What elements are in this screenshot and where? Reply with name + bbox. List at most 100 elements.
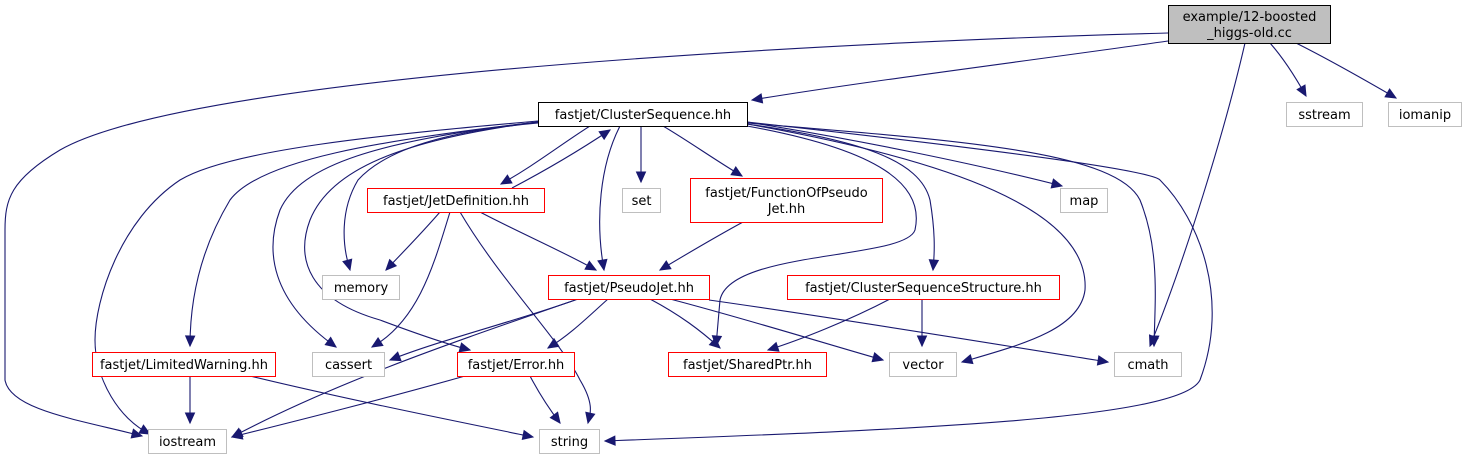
node-box xyxy=(690,178,883,223)
edge-PseudoJet-to-SharedPtr xyxy=(649,298,721,349)
edge-ClusterSequence-to-FunctionOfPseudoJet xyxy=(662,125,743,177)
edge-ClusterSequenceStructure-to-SharedPtr xyxy=(767,298,891,351)
node-label: fastjet/ClusterSequenceStructure.hh xyxy=(805,281,1042,296)
node-label: cmath xyxy=(1127,358,1168,373)
arrowhead-icon xyxy=(184,412,196,425)
node-label: _higgs-old.cc xyxy=(1206,26,1292,41)
nodes-layer: example/12-boosted_higgs-old.cc fastjet/C… xyxy=(92,5,1462,454)
arrowhead-icon xyxy=(658,260,672,271)
node-sstream: sstream xyxy=(1286,102,1363,127)
arrowhead-icon xyxy=(708,337,721,349)
arrowhead-icon xyxy=(1296,84,1307,98)
node-label: fastjet/FunctionOfPseudo xyxy=(705,186,867,201)
arrowhead-icon xyxy=(342,258,353,272)
arrowhead-icon xyxy=(230,429,244,440)
node-box xyxy=(787,275,1060,300)
edge-ClusterSequence-to-string xyxy=(604,121,1213,442)
node-box xyxy=(312,352,385,377)
edge-ClusterSequence-to-iostream xyxy=(94,120,539,435)
node-label: vector xyxy=(902,358,944,373)
node-cluster-sequence-structure[interactable]: fastjet/ClusterSequenceStructure.hh xyxy=(787,275,1060,300)
edge-FunctionOfPseudoJet-to-PseudoJet xyxy=(659,221,744,271)
node-box xyxy=(539,429,600,454)
node-root[interactable]: example/12-boosted_higgs-old.cc xyxy=(1168,5,1331,44)
node-box xyxy=(1388,102,1462,127)
node-label: fastjet/LimitedWarning.hh xyxy=(100,358,268,373)
node-limited-warning[interactable]: fastjet/LimitedWarning.hh xyxy=(92,352,276,377)
node-box xyxy=(1114,352,1182,377)
edge-root-to-iostream xyxy=(4,32,1169,437)
edge-ClusterSequence-to-map xyxy=(746,121,1063,187)
node-pseudo-jet[interactable]: fastjet/PseudoJet.hh xyxy=(548,275,710,300)
node-box xyxy=(148,429,227,454)
edge-ClusterSequence-to-PseudoJet xyxy=(599,125,621,271)
arrowhead-icon xyxy=(960,353,974,365)
node-box xyxy=(889,352,957,377)
node-label: iostream xyxy=(159,435,216,450)
edge-ClusterSequence-to-vector xyxy=(746,123,1086,363)
arrowhead-icon xyxy=(184,335,196,348)
node-iomanip: iomanip xyxy=(1388,102,1462,127)
node-cmath: cmath xyxy=(1114,352,1182,377)
node-cassert: cassert xyxy=(312,352,385,377)
arrowhead-icon xyxy=(730,166,744,177)
edge-Error-to-iostream xyxy=(231,375,466,438)
node-label: iomanip xyxy=(1399,108,1451,123)
node-vector: vector xyxy=(889,352,957,377)
node-label: Jet.hh xyxy=(767,202,806,217)
edge-ClusterSequence-to-SharedPtr xyxy=(715,125,917,347)
arrowhead-icon xyxy=(928,259,940,272)
edge-root-to-ClusterSequence xyxy=(751,40,1169,101)
arrowhead-icon xyxy=(750,93,764,104)
arrowhead-icon xyxy=(549,411,561,424)
arrowhead-icon xyxy=(1096,355,1110,366)
arrowhead-icon xyxy=(499,174,513,185)
edge-ClusterSequence-to-Error xyxy=(304,121,539,351)
arrowhead-icon xyxy=(1149,335,1160,348)
node-cluster-sequence[interactable]: fastjet/ClusterSequence.hh xyxy=(538,102,748,127)
node-box xyxy=(668,352,827,377)
edge-ClusterSequence-to-cmath xyxy=(746,122,1156,347)
edges-layer xyxy=(4,32,1398,446)
edge-JetDefinition-to-ClusterSequence xyxy=(511,129,611,189)
arrowhead-icon xyxy=(324,336,337,348)
arrowhead-icon xyxy=(766,341,780,352)
node-label: cassert xyxy=(325,358,372,373)
node-label: memory xyxy=(334,281,389,296)
arrowhead-icon xyxy=(1050,178,1064,189)
node-box xyxy=(548,275,710,300)
arrowhead-icon xyxy=(521,429,535,441)
arrowhead-icon xyxy=(458,342,472,353)
arrowhead-icon xyxy=(584,260,598,271)
arrowhead-icon xyxy=(871,352,885,363)
arrowhead-icon xyxy=(138,424,152,435)
edge-PseudoJet-to-cmath xyxy=(708,299,1109,363)
edge-ClusterSequence-to-cassert xyxy=(272,121,539,348)
edge-PseudoJet-to-vector xyxy=(669,298,884,361)
node-box xyxy=(622,188,661,213)
edge-PseudoJet-to-cassert xyxy=(389,298,579,361)
node-label: fastjet/PseudoJet.hh xyxy=(564,281,694,296)
node-box xyxy=(1168,5,1331,44)
arrowhead-icon xyxy=(385,258,398,271)
node-label: sstream xyxy=(1298,108,1350,123)
arrowhead-icon xyxy=(370,336,384,348)
node-label: string xyxy=(551,435,588,450)
node-label: fastjet/SharedPtr.hh xyxy=(683,358,812,373)
node-box xyxy=(1060,188,1108,213)
node-label: fastjet/ClusterSequence.hh xyxy=(555,108,731,123)
node-error[interactable]: fastjet/Error.hh xyxy=(457,352,575,377)
edge-JetDefinition-to-PseudoJet xyxy=(479,211,597,271)
edge-PseudoJet-to-iostream xyxy=(231,298,579,438)
arrowhead-icon xyxy=(916,335,928,348)
arrowhead-icon xyxy=(585,411,596,425)
node-label: set xyxy=(632,194,652,209)
node-jet-definition[interactable]: fastjet/JetDefinition.hh xyxy=(367,188,545,213)
node-set: set xyxy=(622,188,661,213)
node-label: fastjet/JetDefinition.hh xyxy=(383,194,529,209)
node-box xyxy=(1286,102,1363,127)
node-shared-ptr[interactable]: fastjet/SharedPtr.hh xyxy=(668,352,827,377)
edge-ClusterSequence-to-LimitedWarning xyxy=(189,121,539,347)
node-string: string xyxy=(539,429,600,454)
